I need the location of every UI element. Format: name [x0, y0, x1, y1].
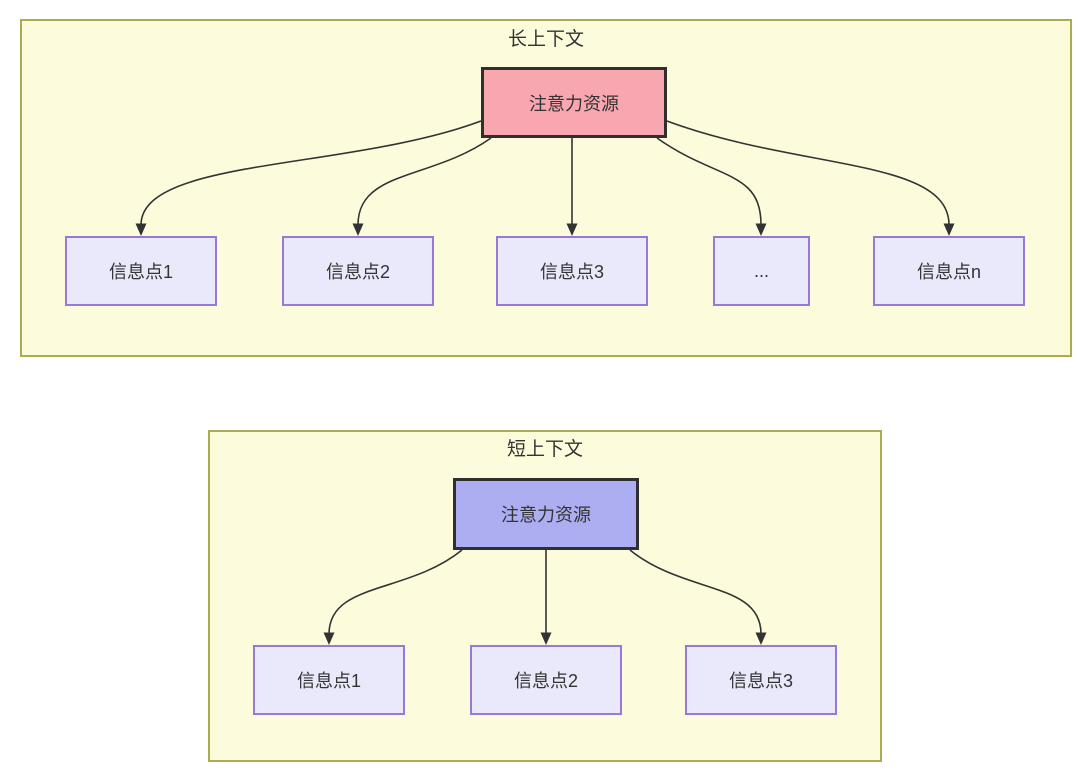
- attention-resource-node-long: 注意力资源: [481, 67, 667, 138]
- info-node-short-1: 信息点1: [253, 645, 405, 715]
- info-node-long-3: 信息点3: [496, 236, 648, 306]
- info-node-long-ellipsis: ...: [713, 236, 810, 306]
- short-context-title: 短上下文: [506, 439, 583, 460]
- attention-resource-node-short: 注意力资源: [453, 478, 639, 550]
- info-node-long-n: 信息点n: [873, 236, 1025, 306]
- info-node-long-2: 信息点2: [282, 236, 434, 306]
- info-node-short-3: 信息点3: [685, 645, 837, 715]
- info-node-short-2: 信息点2: [470, 645, 622, 715]
- long-context-title: 长上下文: [507, 29, 584, 50]
- info-node-long-1: 信息点1: [65, 236, 217, 306]
